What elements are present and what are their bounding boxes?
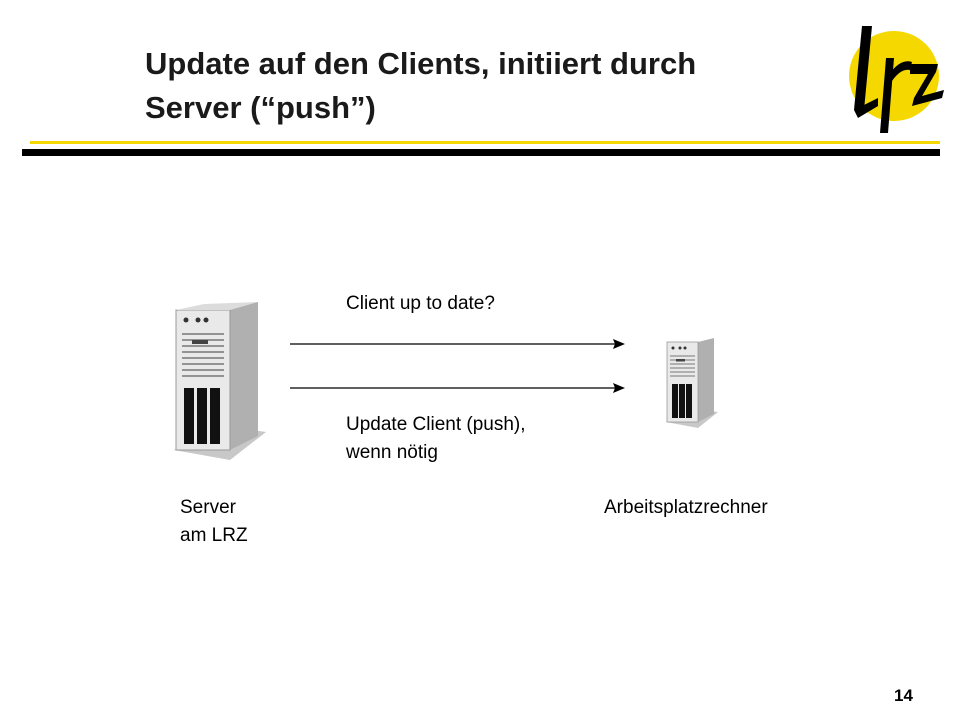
arrow-query-label: Client up to date?	[346, 293, 495, 314]
lrz-logo	[849, 26, 944, 133]
client-computer-icon	[666, 338, 718, 428]
slide-title: Update auf den Clients, initiiert durch …	[145, 46, 697, 125]
server-tower-icon	[174, 302, 266, 460]
title-rule-yellow	[30, 141, 940, 144]
arrow-update-head	[613, 383, 625, 393]
arrow-query-head	[613, 339, 625, 349]
client-label: Arbeitsplatzrechner	[604, 497, 768, 518]
title-rule-black	[22, 149, 940, 156]
push-arrows	[290, 339, 625, 393]
server-label: Server am LRZ	[180, 497, 248, 546]
page-number: 14	[894, 686, 913, 705]
arrow-update-label: Update Client (push), wenn nötig	[346, 414, 526, 463]
